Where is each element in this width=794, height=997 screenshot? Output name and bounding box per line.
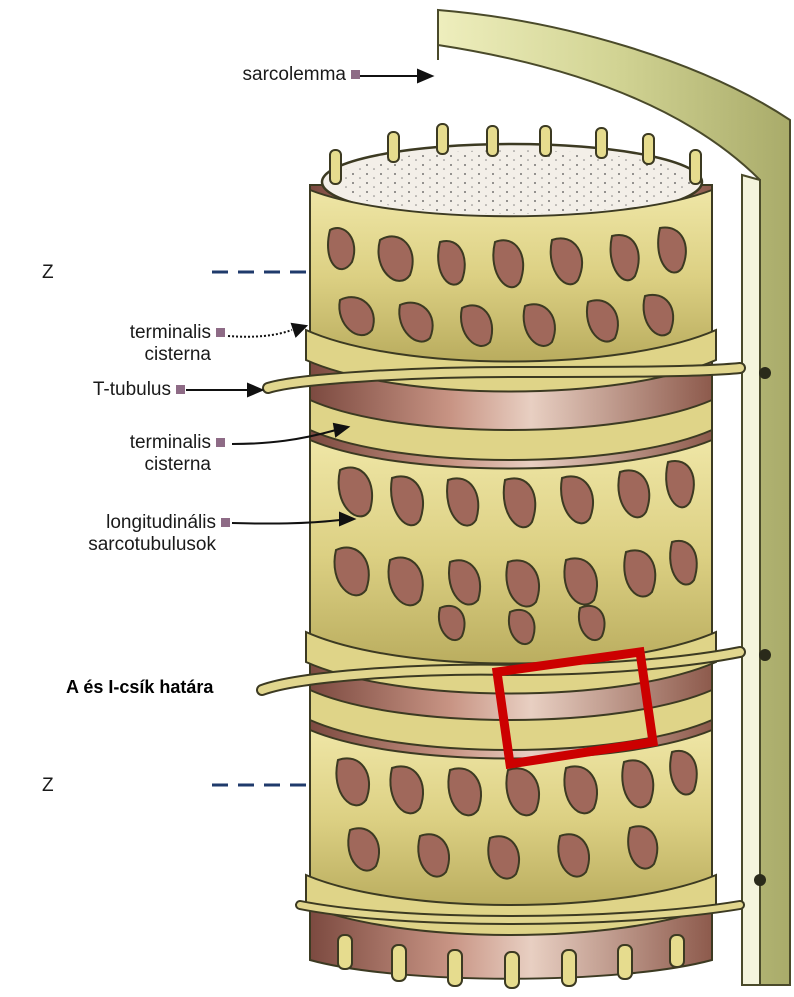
label-longitudinalis-sarcotubulusok: longitudinális sarcotubulusok bbox=[0, 512, 230, 556]
longitudinalis-line1: longitudinális bbox=[106, 512, 216, 533]
label-terminalis-cisterna-1: terminalis cisterna bbox=[20, 322, 225, 366]
z-top-text: Z bbox=[42, 262, 54, 283]
t-tubulus-text: T-tubulus bbox=[93, 379, 171, 400]
label-a-i-border: A és I-csík határa bbox=[66, 676, 213, 698]
z-bottom-text: Z bbox=[42, 775, 54, 796]
longitudinalis-line2: sarcotubulusok bbox=[88, 534, 216, 555]
terminalis-2-line1: terminalis bbox=[130, 432, 211, 453]
square-bullet-icon bbox=[216, 438, 225, 447]
sarcoplasmic-reticulum-middle bbox=[310, 440, 712, 669]
label-terminalis-cisterna-2: terminalis cisterna bbox=[20, 432, 225, 476]
sarcolemma-text: sarcolemma bbox=[243, 64, 346, 85]
a-i-border-text: A és I-csík határa bbox=[66, 677, 213, 697]
square-bullet-icon bbox=[221, 518, 230, 527]
square-bullet-icon bbox=[176, 385, 185, 394]
label-z-bottom: Z bbox=[42, 775, 54, 797]
label-sarcolemma: sarcolemma bbox=[150, 64, 360, 86]
square-bullet-icon bbox=[351, 70, 360, 79]
terminalis-1-line1: terminalis bbox=[130, 322, 211, 343]
terminalis-1-line2: cisterna bbox=[144, 344, 211, 365]
square-bullet-icon bbox=[216, 328, 225, 337]
label-t-tubulus: T-tubulus bbox=[20, 379, 185, 401]
terminalis-2-line2: cisterna bbox=[144, 454, 211, 475]
sarcoplasmic-reticulum-upper bbox=[310, 190, 712, 363]
label-z-top: Z bbox=[42, 262, 54, 284]
